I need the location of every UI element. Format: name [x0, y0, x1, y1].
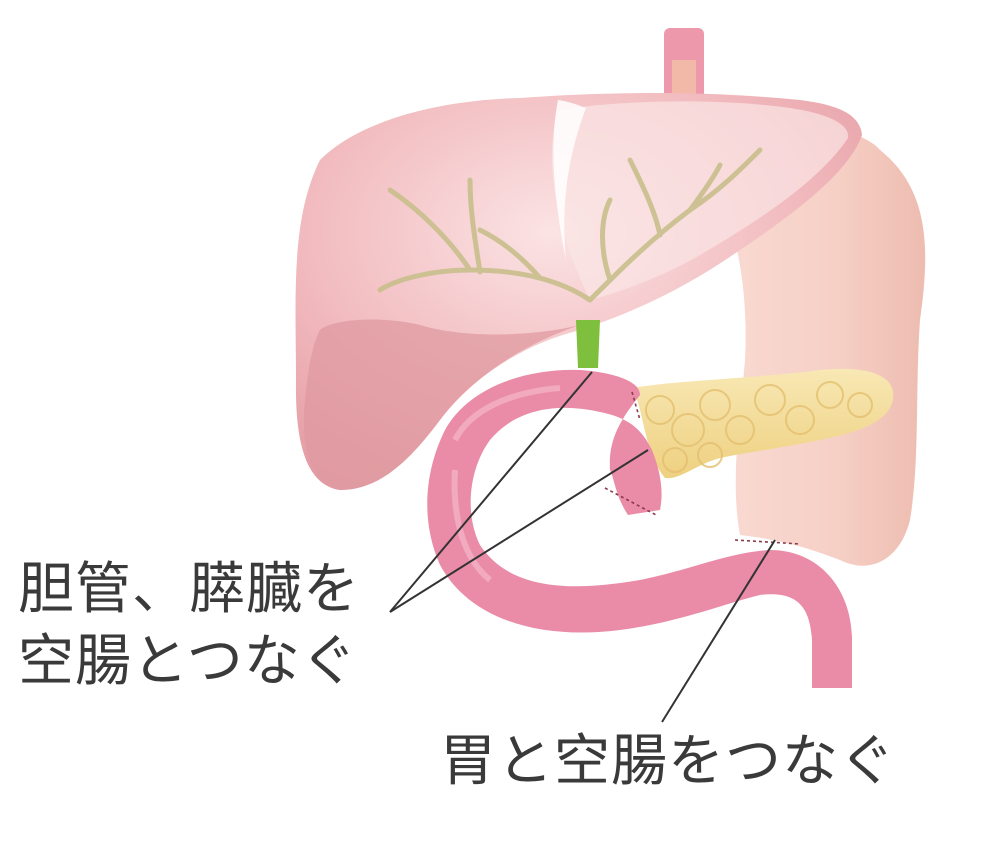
- jejunum: [427, 369, 852, 688]
- jejunum-highlight: [451, 385, 561, 583]
- intrahepatic-bile-ducts: [377, 147, 763, 303]
- leader-lines: [389, 371, 776, 723]
- label-bile-pancreas-line2: 空腸とつなぐ: [18, 629, 358, 694]
- suture-lines: [604, 391, 801, 545]
- falciform-ligament: [553, 100, 586, 260]
- label-bile-pancreas-line1: 胆管、膵臓を: [18, 557, 360, 622]
- liver-right-lobe-shade: [303, 319, 580, 490]
- label-stomach-jejunum: 胃と空腸をつなぐ: [440, 729, 896, 794]
- common-bile-duct: [576, 320, 600, 368]
- pancreas: [632, 368, 894, 479]
